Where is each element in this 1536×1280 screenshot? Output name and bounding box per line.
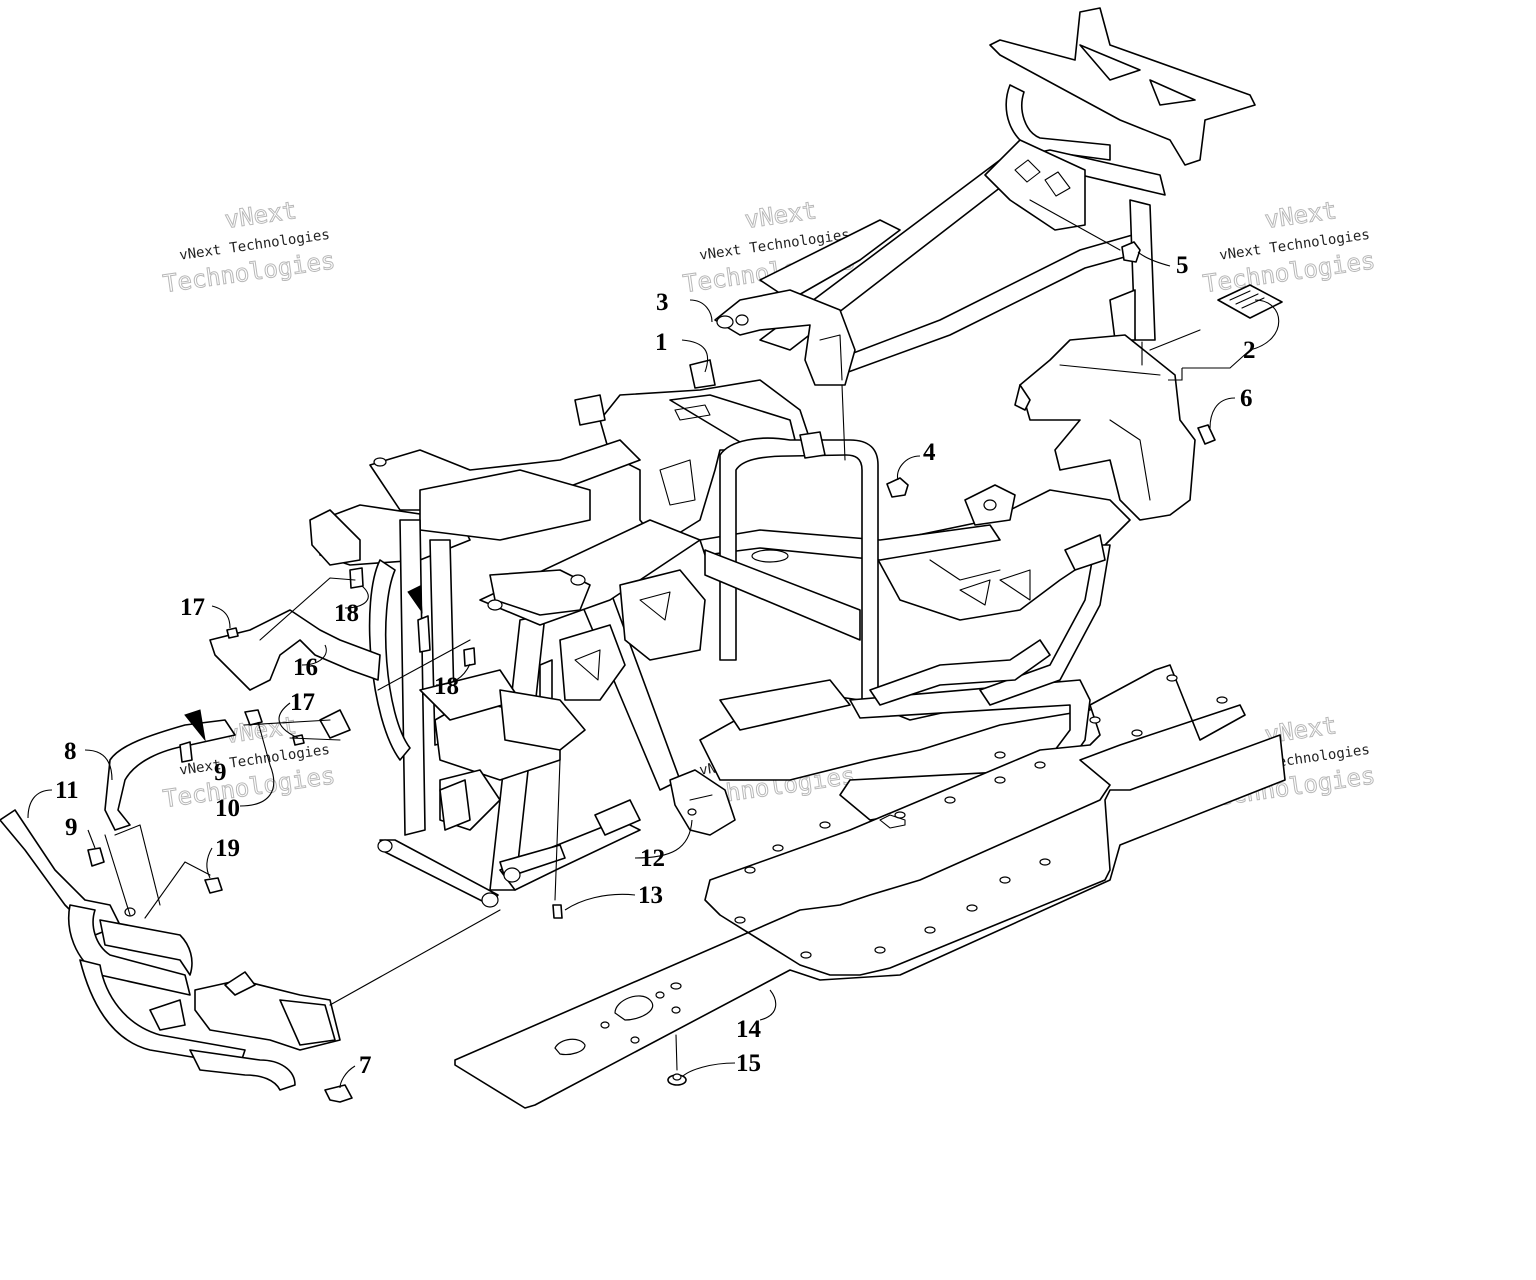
main-frame: [309, 334, 1196, 908]
callout-6: 6: [1240, 385, 1253, 412]
decal-2: [1217, 284, 1283, 319]
front-bumper: [0, 809, 341, 1091]
callout-17: 17: [180, 594, 205, 621]
callout-13: 13: [638, 882, 663, 909]
rear-subframe: [714, 7, 1256, 386]
callout-2: 2: [1243, 337, 1256, 364]
fasteners: [87, 241, 1216, 1103]
callout-9: 9: [214, 759, 227, 786]
callout-7: 7: [359, 1052, 372, 1079]
callout-19: 19: [215, 835, 240, 862]
callout-18-secondary: 18: [434, 673, 459, 700]
callout-8: 8: [64, 738, 77, 765]
callout-9-secondary: 9: [65, 814, 78, 841]
callout-labels: 1 2 3 4 5 6 7 8 9 9 10 11 12 13 14 15 16…: [55, 252, 1256, 1079]
callout-5: 5: [1176, 252, 1189, 279]
callout-18: 18: [334, 600, 359, 627]
callout-17-secondary: 17: [290, 689, 315, 716]
watermark-name: vNext: [743, 196, 818, 234]
callout-4: 4: [923, 439, 936, 466]
callout-11: 11: [55, 777, 79, 804]
callout-12: 12: [640, 845, 665, 872]
callout-15: 15: [736, 1050, 761, 1077]
watermark-name: vNext: [223, 196, 298, 234]
callout-1: 1: [655, 329, 668, 356]
callout-14: 14: [736, 1016, 762, 1043]
skid-plate: [454, 664, 1286, 1109]
leader-lines: [27, 199, 1280, 1089]
watermark-name: vNext: [1263, 196, 1338, 234]
callout-16: 16: [293, 654, 318, 681]
callout-10: 10: [215, 795, 240, 822]
mount-bracket: [209, 609, 381, 691]
callout-3: 3: [656, 289, 669, 316]
